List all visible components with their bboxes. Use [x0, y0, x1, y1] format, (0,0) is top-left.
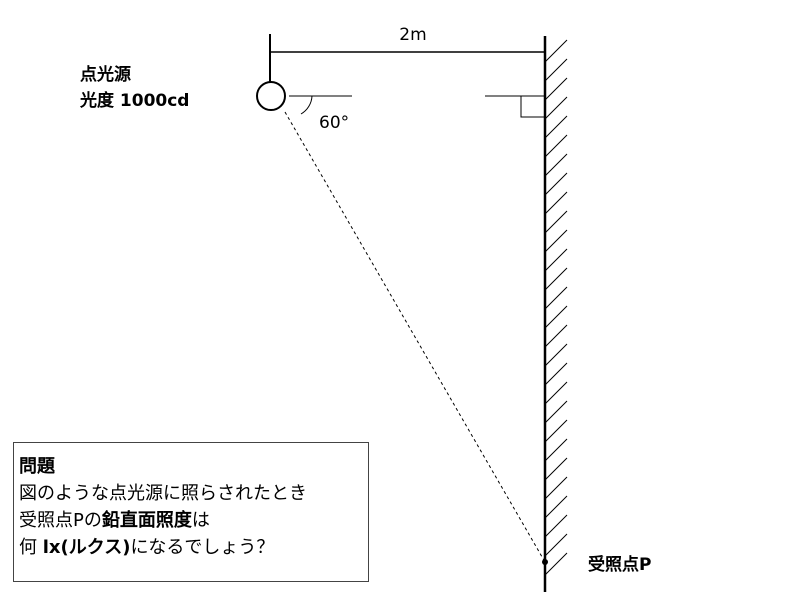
hatch-stroke	[544, 533, 568, 557]
hatch-stroke	[544, 58, 568, 82]
hatch-stroke	[544, 134, 568, 158]
hatch-stroke	[544, 229, 568, 253]
problem-line-2-prefix: 受照点Pの	[19, 510, 102, 531]
hatch-stroke	[544, 191, 568, 215]
hatch-stroke	[544, 153, 568, 177]
receiving-point-icon	[542, 559, 548, 565]
hatch-stroke	[544, 419, 568, 443]
source-intensity: 光度 1000cd	[79, 90, 189, 111]
hatch-stroke	[544, 286, 568, 310]
hatch-stroke	[544, 305, 568, 329]
problem-term-lux: lx(ルクス)	[42, 537, 131, 558]
hatch-stroke	[544, 343, 568, 367]
problem-line-3: 何 lx(ルクス)になるでしょう？	[19, 534, 368, 561]
hatch-stroke	[544, 514, 568, 538]
hatch-stroke	[544, 267, 568, 291]
light-ray	[284, 111, 546, 563]
problem-heading: 問題	[19, 456, 55, 477]
problem-line-2: 受照点Pの鉛直面照度は	[19, 507, 368, 534]
hatch-stroke	[544, 210, 568, 234]
hatch-stroke	[544, 96, 568, 120]
hatch-stroke	[544, 381, 568, 405]
hatch-stroke	[544, 476, 568, 500]
hatch-stroke	[544, 400, 568, 424]
hatch-stroke	[544, 438, 568, 462]
angle-arc	[300, 95, 313, 115]
hatch-stroke	[544, 495, 568, 519]
hatch-stroke	[544, 248, 568, 272]
problem-line-3-prefix: 何	[19, 537, 43, 558]
distance-label: 2m	[399, 25, 426, 45]
light-source-icon	[256, 81, 286, 111]
hatch-stroke	[544, 552, 568, 576]
angle-label: 60°	[319, 113, 349, 133]
hatch-stroke	[544, 172, 568, 196]
source-name: 点光源	[80, 64, 131, 85]
problem-line-1: 図のような点光源に照らされたとき	[19, 483, 307, 504]
problem-line-3-suffix: になるでしょう？	[130, 537, 275, 558]
receiving-point-label: 受照点P	[588, 554, 651, 575]
hatch-stroke	[544, 115, 568, 139]
problem-line-2-suffix: は	[191, 510, 210, 531]
hatch-stroke	[544, 362, 568, 386]
problem-box: 問題 図のような点光源に照らされたとき 受照点Pの鉛直面照度は 何 lx(ルクス…	[13, 442, 369, 582]
hatch-stroke	[544, 324, 568, 348]
hatch-stroke	[544, 457, 568, 481]
hatch-stroke	[544, 77, 568, 101]
wall-hatching	[544, 39, 568, 576]
problem-term-vertical-illuminance: 鉛直面照度	[101, 510, 192, 531]
right-angle-marker	[520, 96, 545, 118]
hatch-stroke	[544, 39, 568, 63]
